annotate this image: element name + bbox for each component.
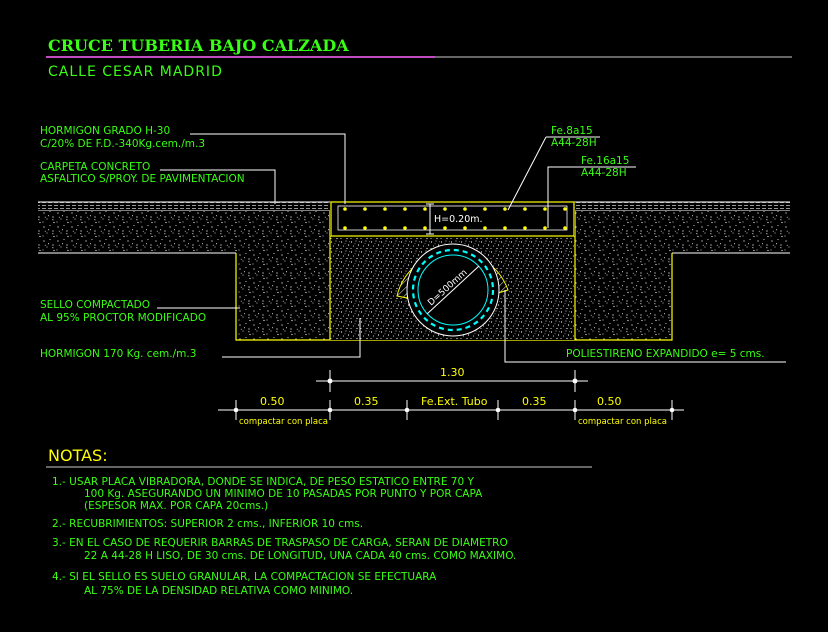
rebar-dot	[363, 207, 367, 211]
label-fe8: Fe.8a15	[551, 125, 593, 137]
rebar-dot	[503, 226, 507, 230]
label-fe16: Fe.16a15	[581, 155, 629, 167]
leader-poliestireno	[504, 290, 786, 363]
note-1-line-2: 100 Kg. ASEGURANDO UN MINIMO DE 10 PASAD…	[84, 488, 483, 500]
rebar-dot	[383, 207, 387, 211]
leader-hormigon-h30	[190, 133, 346, 204]
label-sello: SELLO COMPACTADO	[40, 299, 150, 311]
leader-fe8	[507, 136, 547, 211]
drawing-subtitle: CALLE CESAR MADRID	[48, 64, 223, 80]
rebar-dot	[403, 207, 407, 211]
compact-left-text: compactar con placa	[239, 417, 328, 427]
diameter-line	[426, 265, 480, 315]
rebar-dot	[423, 207, 427, 211]
compact-right-text: compactar con placa	[578, 417, 667, 427]
right-existing-slab	[575, 211, 790, 253]
rebar-dot	[363, 226, 367, 230]
dim-total-dot-left	[327, 378, 333, 384]
rebar-dot	[483, 226, 487, 230]
left-side-fill	[236, 253, 330, 340]
leader-hormigon-170	[222, 318, 361, 358]
drawing-title: CRUCE TUBERIA BAJO CALZADA	[48, 36, 349, 55]
rebar-dots	[343, 207, 567, 230]
h-label: H=0.20m.	[434, 214, 483, 225]
note-3-line-2: 22 A 44-28 H LISO, DE 30 cms. DE LONGITU…	[84, 550, 516, 562]
rc-slab	[330, 201, 575, 237]
rebar-dot	[463, 207, 467, 211]
rebar-dot	[443, 226, 447, 230]
rebar-dot	[423, 226, 427, 230]
rebar-dot	[543, 226, 547, 230]
dim-left-text: 0.50	[260, 395, 285, 408]
note-4-line-2: AL 75% DE LA DENSIDAD RELATIVA COMO MINI…	[84, 585, 353, 597]
note-4-line-1: 4.- SI EL SELLO ES SUELO GRANULAR, LA CO…	[52, 571, 437, 583]
rebar-dot	[463, 226, 467, 230]
rebar-cage	[337, 205, 568, 231]
label-carpeta: CARPETA CONCRETO	[40, 161, 150, 173]
leader-fe16	[547, 166, 636, 228]
label-sello-spec: AL 95% PROCTOR MODIFICADO	[40, 312, 206, 324]
rebar-dot	[543, 207, 547, 211]
rebar-dot	[343, 226, 347, 230]
dim-tube-text: Fe.Ext. Tubo	[421, 395, 488, 408]
label-poliestireno: POLIESTIRENO EXPANDIDO e= 5 cms.	[566, 348, 765, 360]
dim-total-dot-right	[572, 378, 578, 384]
rebar-dot	[443, 207, 447, 211]
rebar-dot	[343, 207, 347, 211]
label-fe16-spec: A44-28H	[581, 167, 627, 179]
right-side-fill	[575, 253, 672, 340]
rebar-dot	[403, 226, 407, 230]
note-3-line-1: 3.- EN EL CASO DE REQUERIR BARRAS DE TRA…	[52, 537, 508, 549]
rebar-dot	[563, 207, 567, 211]
rebar-dot	[523, 207, 527, 211]
rebar-dot	[383, 226, 387, 230]
dim-chain-ticks	[233, 400, 675, 420]
rebar-dot	[563, 226, 567, 230]
pipe-wall	[411, 248, 495, 332]
note-1-line-1: 1.- USAR PLACA VIBRADORA, DONDE SE INDIC…	[52, 476, 474, 488]
label-hormigon-h30: HORMIGON GRADO H-30	[40, 125, 170, 137]
notes-heading: NOTAS:	[48, 446, 108, 465]
rebar-dot	[483, 207, 487, 211]
left-existing-slab	[38, 211, 330, 253]
dim-right-text: 0.50	[597, 395, 622, 408]
leader-carpeta	[160, 169, 276, 204]
dim-mid-left-text: 0.35	[354, 395, 379, 408]
rebar-dot	[523, 226, 527, 230]
label-hormigon-h30-spec: C/20% DE F.D.-340Kg.cem./m.3	[40, 138, 205, 150]
dim-total-text: 1.30	[440, 366, 465, 379]
dim-mid-right-text: 0.35	[522, 395, 547, 408]
note-2: 2.- RECUBRIMIENTOS: SUPERIOR 2 cms., INF…	[52, 518, 363, 530]
rebar-dot	[503, 207, 507, 211]
label-hormigon-170: HORMIGON 170 Kg. cem./m.3	[40, 348, 196, 360]
label-fe8-spec: A44-28H	[551, 137, 597, 149]
label-carpeta-spec: ASFALTICO S/PROY. DE PAVIMENTACION	[40, 173, 245, 185]
note-1-line-3: (ESPESOR MAX. POR CAPA 20cms.)	[84, 500, 268, 512]
